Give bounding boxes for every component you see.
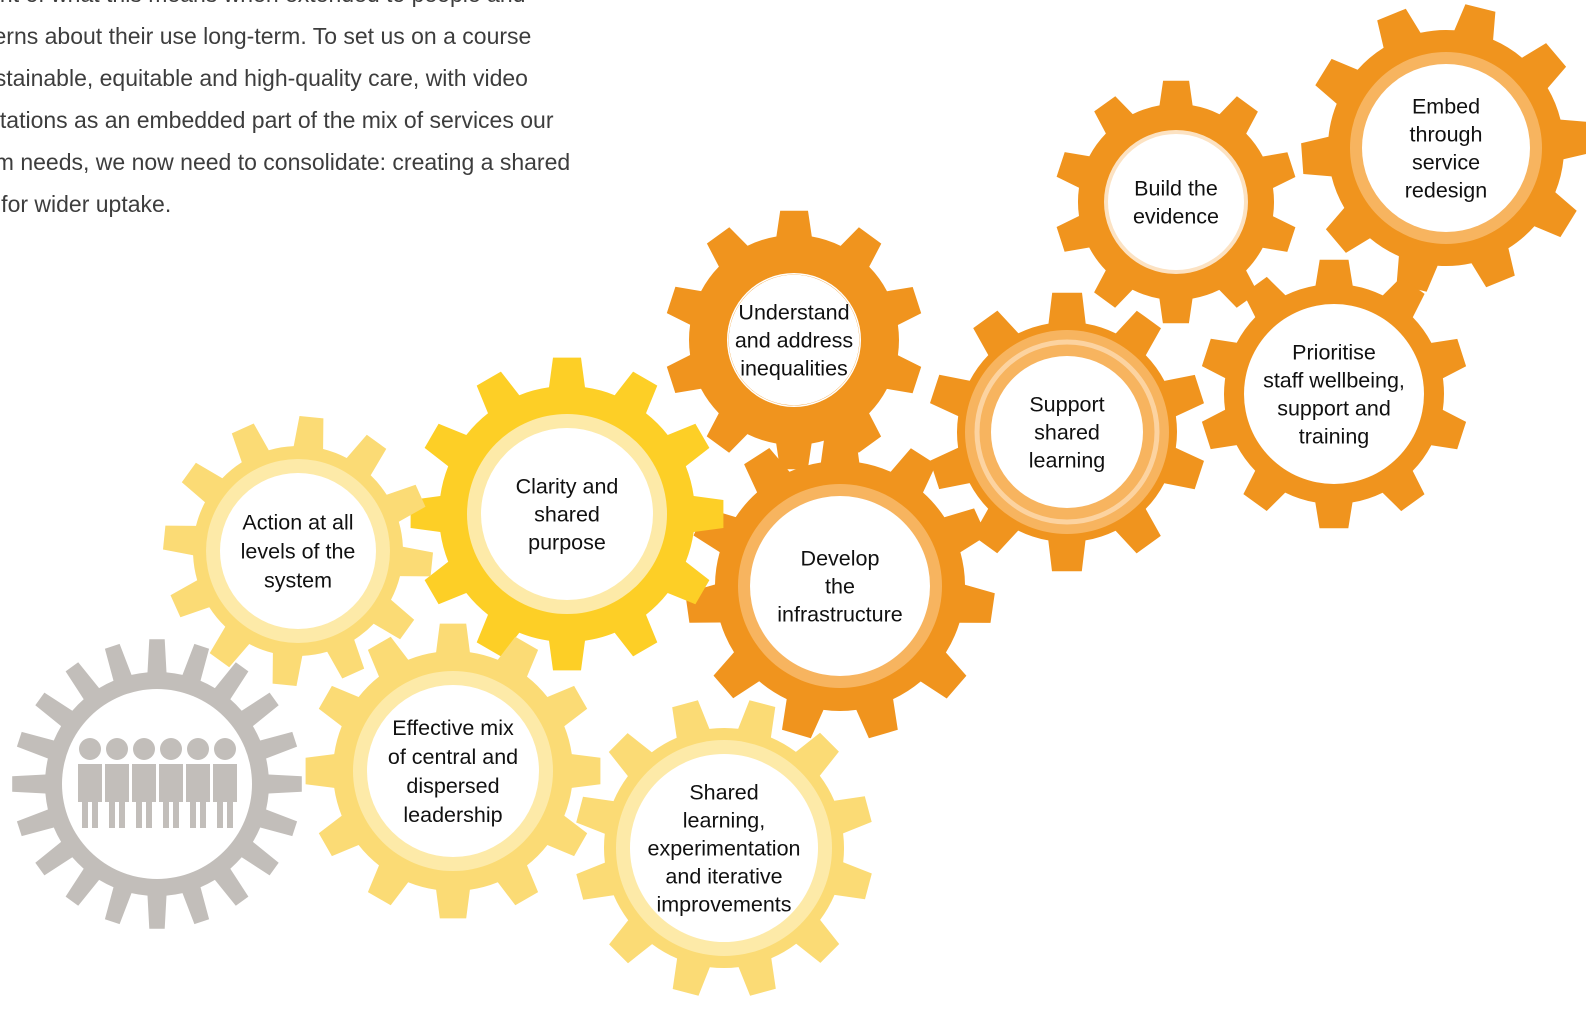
people-gear bbox=[12, 639, 302, 929]
gear-label-line: Embed bbox=[1412, 95, 1480, 119]
gear-center bbox=[481, 428, 653, 600]
gear-label-line: inequalities bbox=[740, 357, 848, 381]
gear-label-line: experimentation bbox=[648, 837, 801, 861]
gear-center bbox=[630, 754, 818, 942]
gear-label-line: redesign bbox=[1405, 179, 1487, 203]
gear-label-line: learning, bbox=[683, 809, 765, 833]
gear-label-line: the bbox=[825, 575, 855, 599]
gear-label-line: Support bbox=[1029, 393, 1104, 417]
gear-develop-infrastructure: Develop the infrastructure bbox=[685, 431, 995, 739]
gear-label-line: shared bbox=[1034, 421, 1100, 445]
gear-embed-redesign: Embed through service redesign bbox=[1301, 4, 1586, 292]
gear-center bbox=[1108, 134, 1244, 270]
gear-label-line: evidence bbox=[1133, 205, 1219, 229]
gear-label-line: purpose bbox=[528, 531, 606, 555]
gear-center bbox=[730, 276, 858, 404]
gear-label-line: levels of the bbox=[241, 540, 356, 564]
intro-line: ultations as an embedded part of the mix… bbox=[0, 107, 554, 133]
gear-center bbox=[991, 356, 1143, 508]
intro-line: n for wider uptake. bbox=[0, 191, 172, 217]
gear-label-line: learning bbox=[1029, 449, 1106, 473]
gear-center bbox=[1244, 304, 1424, 484]
gear-label-line: leadership bbox=[403, 803, 502, 827]
gear-label-line: Prioritise bbox=[1292, 341, 1376, 365]
people-gear-hole bbox=[62, 689, 252, 879]
gear-prioritise-wellbeing: Prioritise staff wellbeing, support and tra… bbox=[1201, 259, 1467, 529]
gear-label-line: support and bbox=[1277, 397, 1391, 421]
gear-support-learning: Support shared learning bbox=[930, 292, 1204, 572]
gear-label-line: Shared bbox=[689, 781, 758, 805]
gear-label-line: Clarity and bbox=[516, 475, 619, 499]
gear-shared-experimentation: Shared learning, experimentation and iterat… bbox=[576, 700, 872, 996]
gear-label-line: through bbox=[1410, 123, 1483, 147]
gear-label-line: Action at all bbox=[242, 511, 353, 535]
gear-center bbox=[367, 685, 539, 857]
gear-action-levels: Action at all levels of the system bbox=[163, 416, 433, 686]
intro-line: ustainable, equitable and high-quality c… bbox=[0, 65, 528, 91]
gear-label-line: training bbox=[1299, 425, 1370, 449]
gear-label-line: Develop bbox=[801, 547, 880, 571]
intro-line: em needs, we now need to consolidate: cr… bbox=[0, 149, 571, 175]
gear-label-line: shared bbox=[534, 503, 600, 527]
intro-line: ight of what this means when extended to… bbox=[0, 0, 702, 15]
gear-understand-inequalities: Understand and address inequalities bbox=[666, 210, 922, 470]
gear-label-line: Effective mix bbox=[392, 716, 514, 740]
gear-label-line: system bbox=[264, 569, 332, 593]
gear-label-line: of central and bbox=[388, 745, 518, 769]
gear-center bbox=[220, 473, 376, 629]
gear-label-line: staff wellbeing, bbox=[1263, 369, 1405, 393]
gear-label-line: service bbox=[1412, 151, 1480, 175]
people-icon bbox=[78, 738, 237, 828]
gear-label-line: Build the bbox=[1134, 177, 1218, 201]
gear-label-line: improvements bbox=[656, 893, 791, 917]
gear-label-line: Understand bbox=[738, 301, 849, 325]
gear-label-line: dispersed bbox=[406, 774, 499, 798]
gear-clarity-purpose: Clarity and shared purpose bbox=[410, 357, 724, 671]
gear-center bbox=[1362, 64, 1530, 232]
gear-label-line: infrastructure bbox=[777, 603, 902, 627]
gear-label-line: and iterative bbox=[665, 865, 782, 889]
gear-effective-leadership: Effective mix of central and dispersed lead… bbox=[305, 623, 601, 919]
gear-center bbox=[750, 496, 930, 676]
gear-label-line: and address bbox=[735, 329, 853, 353]
intro-line: cerns about their use long-term. To set … bbox=[0, 23, 532, 49]
intro-paragraph: ight of what this means when extended to… bbox=[0, 0, 702, 225]
gear-build-evidence: Build the evidence bbox=[1056, 80, 1296, 324]
